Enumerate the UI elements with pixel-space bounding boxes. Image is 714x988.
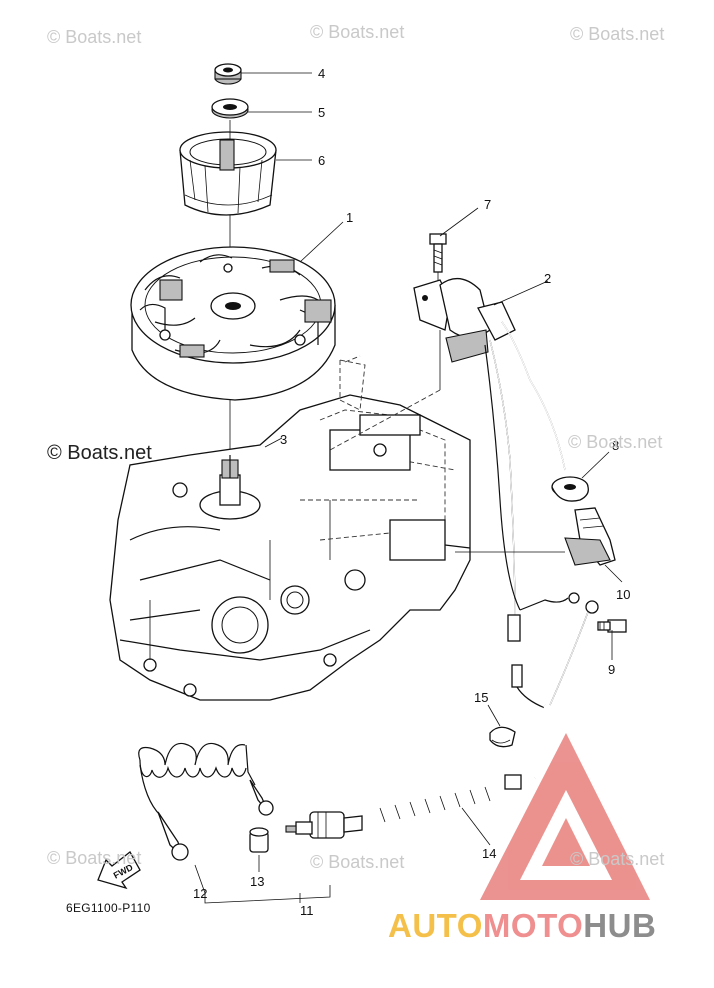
watermark: © Boats.net: [310, 852, 405, 872]
watermark: © Boats.net: [47, 848, 142, 868]
callout-4: 4: [318, 66, 325, 81]
stop-switch-lead-part[interactable]: [349, 704, 551, 823]
ground-lead-part[interactable]: [511, 600, 599, 709]
callout-2: 2: [544, 271, 551, 286]
automotohub-logo-icon: [480, 733, 650, 900]
fwd-arrow-icon: FWD: [97, 851, 141, 890]
stop-switch-part[interactable]: [285, 811, 363, 839]
callout-9: 9: [608, 662, 615, 677]
callout-6: 6: [318, 153, 325, 168]
clip-part[interactable]: [489, 726, 516, 748]
brand-part-1: AUTO: [388, 907, 483, 944]
watermark: © Boats.net: [47, 27, 142, 47]
callout-15: 15: [474, 690, 488, 705]
screw-part[interactable]: [597, 619, 627, 633]
plug-cap-part[interactable]: [564, 507, 616, 566]
callout-12: 12: [193, 886, 207, 901]
callout-3: 3: [280, 432, 287, 447]
cap-part[interactable]: [249, 827, 269, 853]
watermark: © Boats.net: [570, 849, 665, 869]
flywheel-part[interactable]: [130, 246, 336, 401]
pulley-part[interactable]: [179, 131, 277, 216]
callout-1: 1: [346, 210, 353, 225]
watermark: © Boats.net: [47, 442, 152, 464]
callout-7: 7: [484, 197, 491, 212]
callout-11: 11: [300, 903, 314, 918]
nut-part[interactable]: [214, 63, 242, 85]
watermark: © Boats.net: [310, 22, 405, 42]
grommet-part[interactable]: [551, 476, 589, 502]
brand-wordmark: AUTOMOTOHUB: [388, 907, 656, 945]
brand-part-3: HUB: [583, 907, 657, 944]
engine-block: [109, 355, 471, 701]
ignition-coil-part[interactable]: [413, 278, 580, 642]
watermark: © Boats.net: [568, 432, 663, 452]
callout-13: 13: [250, 874, 264, 889]
callout-10: 10: [616, 587, 630, 602]
watermark: © Boats.net: [570, 24, 665, 44]
washer-part[interactable]: [211, 98, 249, 119]
callout-5: 5: [318, 105, 325, 120]
callout-8: 8: [612, 438, 619, 453]
diagram-code: 6EG1100-P110: [66, 901, 151, 915]
brand-part-2: MOTO: [482, 907, 584, 944]
lanyard-part[interactable]: [138, 742, 274, 861]
bolt-part[interactable]: [429, 233, 447, 273]
callout-14: 14: [482, 846, 496, 861]
